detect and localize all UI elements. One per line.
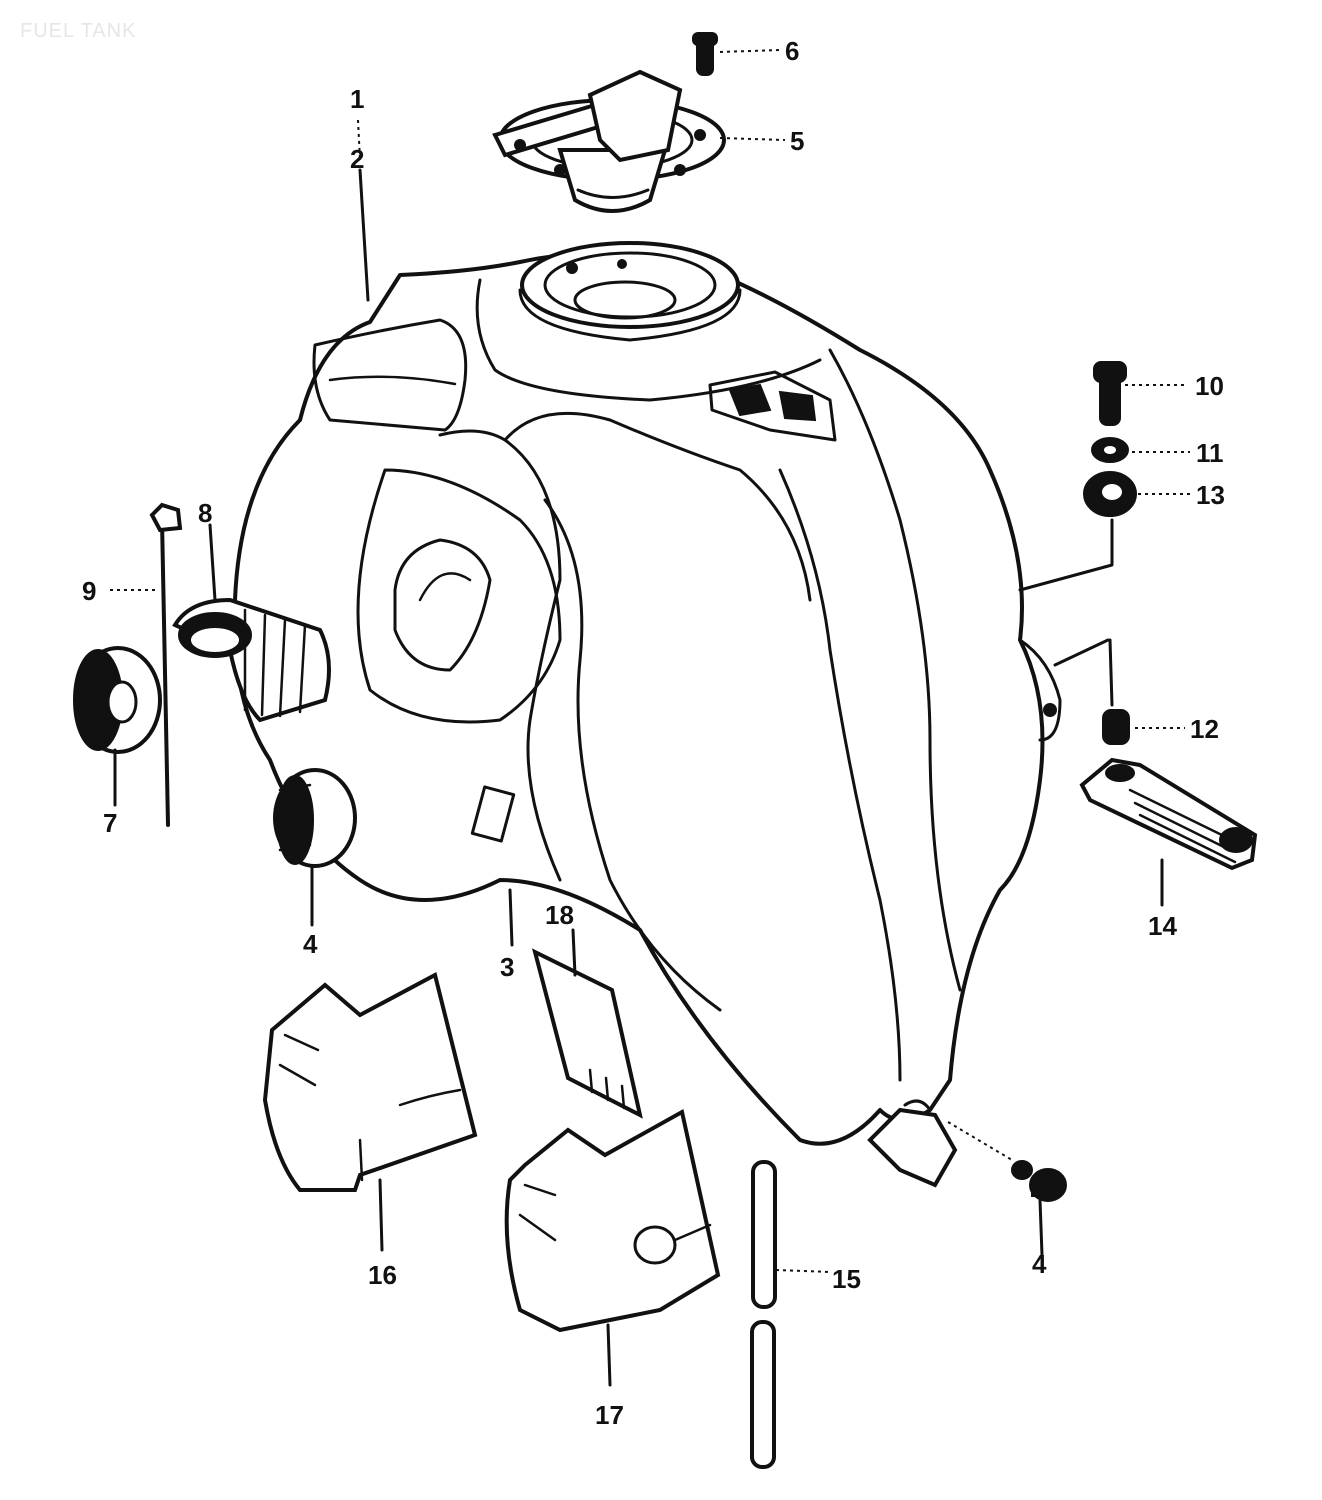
diagram-title: FUEL TANK [20,20,137,42]
label-7: 7 [103,808,117,838]
label-3: 3 [500,952,514,982]
label-4-lower: 4 [1032,1249,1047,1279]
grommet-13 [1083,471,1137,517]
bolt-4-lower [1011,1160,1067,1202]
pad-18 [531,948,643,1119]
cap-7 [73,646,162,754]
hose-15 [750,1160,777,1469]
label-17: 17 [595,1400,624,1430]
fuel-tank-body [172,241,1062,1188]
bracket-14 [1079,757,1258,871]
label-1: 1 [350,84,364,114]
cap-4-upper [273,768,357,868]
label-15: 15 [832,1264,861,1294]
label-18: 18 [545,900,574,930]
label-10: 10 [1195,371,1224,401]
label-16: 16 [368,1260,397,1290]
rod-9 [149,502,183,827]
label-9: 9 [82,576,96,606]
label-14: 14 [1148,911,1177,941]
fuel-cap [492,69,726,213]
label-13: 13 [1196,480,1225,510]
label-6: 6 [785,36,799,66]
bolt-10 [1093,361,1127,426]
label-5: 5 [790,126,804,156]
label-11: 11 [1196,438,1224,468]
part-labels: 1 2 3 4 4 5 6 7 8 9 10 11 12 13 14 15 16… [82,36,1225,1430]
label-2: 2 [350,144,364,174]
cover-17 [504,1108,721,1333]
label-12: 12 [1190,714,1219,744]
cover-16 [262,972,478,1192]
washer-11 [1091,437,1129,463]
label-4-upper: 4 [303,929,318,959]
label-8: 8 [198,498,212,528]
bolt-6 [692,32,718,76]
collar-12 [1102,709,1130,745]
leader-lines [110,49,1190,1387]
